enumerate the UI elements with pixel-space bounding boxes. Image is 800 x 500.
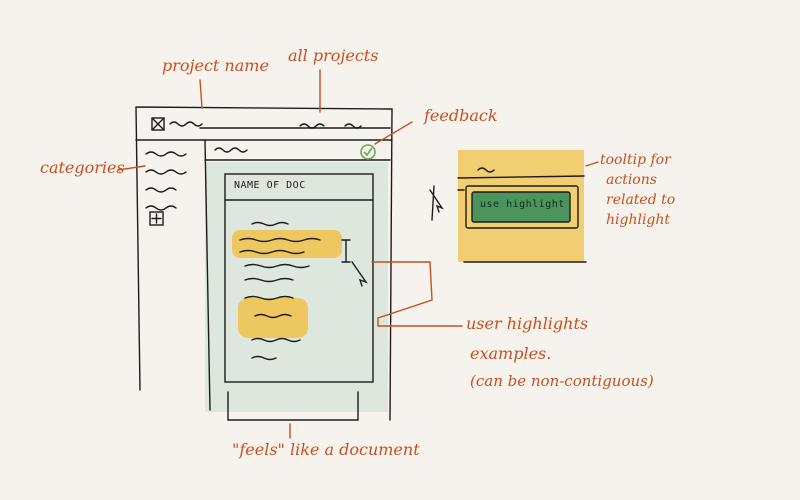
doc-line [239, 237, 321, 243]
category-item[interactable] [145, 169, 187, 175]
feels-like-document-annotation: "feels" like a document [232, 440, 420, 459]
tooltip-leader [585, 161, 599, 167]
text-cursor-icon [341, 239, 351, 263]
tooltip-box [465, 185, 579, 229]
tooltip-annotation-line1: tooltip for [600, 152, 671, 168]
mouse-pointer-icon [351, 261, 368, 287]
app-window-frame [135, 106, 393, 421]
project-name-leader [199, 79, 203, 109]
category-item[interactable] [145, 205, 177, 211]
tooltip-annotation-line4: highlight [606, 212, 671, 228]
category-item[interactable] [145, 151, 187, 157]
doc-line [251, 221, 289, 227]
doc-line [244, 295, 294, 301]
feedback-leader [374, 121, 413, 145]
sidebar-divider [204, 139, 211, 411]
doc-line [244, 263, 310, 269]
highlight-1 [232, 230, 342, 258]
user-highlights-annotation-line2: examples. [470, 344, 552, 363]
doc-line [251, 337, 301, 343]
document-page [224, 173, 374, 383]
all-projects-squiggle [299, 123, 325, 129]
doc-line [239, 249, 305, 255]
tooltip-button[interactable] [471, 191, 571, 223]
highlights-leader [371, 261, 463, 327]
doc-line [251, 355, 277, 361]
tooltip-annotation-line2: actions [606, 172, 657, 188]
tooltip-squiggle [477, 167, 495, 173]
feedback-annotation: feedback [424, 106, 498, 125]
document-area-wash [205, 162, 388, 412]
doc-title: NAME OF DOC [234, 180, 306, 191]
tooltip-pointer-icon [429, 185, 444, 221]
add-category-icon[interactable] [149, 211, 164, 226]
category-item[interactable] [145, 187, 177, 193]
categories-leader [117, 165, 146, 171]
document-bracket [227, 391, 359, 421]
project-name-annotation: project name [162, 56, 269, 75]
doc-line [254, 313, 292, 319]
project-box-icon[interactable] [151, 117, 165, 131]
breadcrumb-squiggle [214, 147, 248, 153]
tooltip-annotation-line3: related to [606, 192, 676, 208]
all-projects-annotation: all projects [288, 46, 379, 65]
user-highlights-annotation-line1: user highlights [466, 314, 589, 333]
tooltip-button-fill [472, 192, 570, 222]
user-highlights-annotation-line3: (can be non-contiguous) [470, 372, 654, 390]
project-name-squiggle [169, 121, 203, 127]
categories-annotation: categories [40, 158, 125, 177]
tooltip-button-label[interactable]: use highlight [480, 199, 565, 210]
feedback-icon[interactable] [360, 144, 376, 160]
doc-line [244, 277, 294, 283]
